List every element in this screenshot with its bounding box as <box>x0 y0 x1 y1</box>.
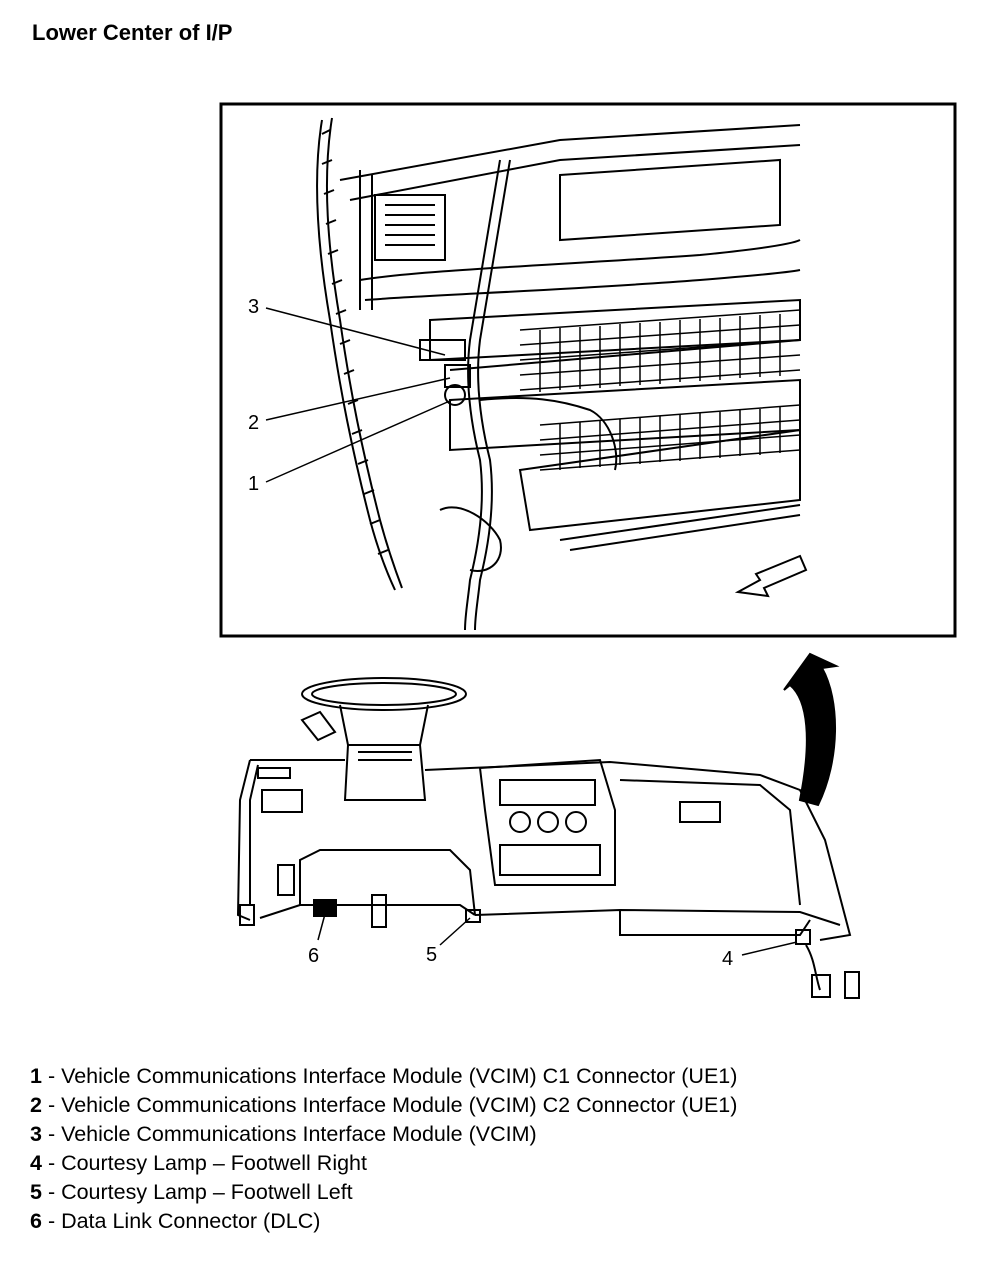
transition-arrow <box>783 652 840 807</box>
steering-wheel <box>301 677 467 711</box>
right-harness-connector <box>811 974 831 998</box>
vcim-c1-connector <box>444 384 466 406</box>
leader-1 <box>265 399 453 483</box>
legend-number: 6 <box>30 1209 42 1233</box>
legend-item: 6 - Data Link Connector (DLC) <box>30 1207 737 1236</box>
callout-2: 2 <box>248 412 260 434</box>
detail-connector-block <box>374 194 446 261</box>
hvac-knob-right <box>565 811 587 833</box>
leader-2 <box>265 377 451 421</box>
legend-number: 2 <box>30 1093 42 1117</box>
steering-column <box>343 744 427 801</box>
legend-item: 5 - Courtesy Lamp – Footwell Left <box>30 1178 737 1207</box>
legend-text: - Data Link Connector (DLC) <box>41 1209 321 1233</box>
courtesy-lamp-right <box>795 929 811 945</box>
page-title: Lower Center of I/P <box>32 20 233 45</box>
glovebox-latch <box>679 801 721 823</box>
legend-item: 4 - Courtesy Lamp – Footwell Right <box>30 1149 737 1178</box>
legend-number: 4 <box>30 1151 42 1175</box>
legend-number: 3 <box>30 1122 42 1146</box>
detail-upper-panel <box>559 158 781 242</box>
legend-text: - Vehicle Communications Interface Modul… <box>41 1064 738 1088</box>
legend-text: - Courtesy Lamp – Footwell Left <box>41 1180 353 1204</box>
leader-5 <box>439 917 471 946</box>
detail-harness-left <box>315 117 403 591</box>
column-switch <box>300 710 337 742</box>
hvac-knob-left <box>509 811 531 833</box>
legend-number: 5 <box>30 1180 42 1204</box>
legend: 1 - Vehicle Communications Interface Mod… <box>30 1062 737 1236</box>
legend-item: 1 - Vehicle Communications Interface Mod… <box>30 1062 737 1091</box>
callout-1: 1 <box>248 473 260 495</box>
callout-3: 3 <box>248 296 260 318</box>
detail-leader-lines <box>265 307 453 483</box>
legend-item: 2 - Vehicle Communications Interface Mod… <box>30 1091 737 1120</box>
legend-number: 1 <box>30 1064 42 1088</box>
callout-5: 5 <box>426 944 438 966</box>
detail-direction-arrow <box>734 554 808 598</box>
leader-6 <box>317 913 326 941</box>
courtesy-lamp-left <box>465 909 481 923</box>
detail-harness-center <box>419 159 618 631</box>
left-vent <box>261 789 303 813</box>
detail-grille-lower <box>539 404 801 471</box>
legend-text: - Courtesy Lamp – Footwell Right <box>41 1151 367 1175</box>
legend-text: - Vehicle Communications Interface Modul… <box>41 1122 537 1146</box>
detail-view-frame <box>219 102 957 638</box>
legend-text: - Vehicle Communications Interface Modul… <box>41 1093 738 1117</box>
callout-6: 6 <box>308 945 320 967</box>
vcim-module <box>419 339 466 361</box>
overview-leader-lines <box>317 913 798 956</box>
hvac-knob-center <box>537 811 559 833</box>
data-link-connector <box>313 899 337 917</box>
vcim-c2-connector <box>444 364 471 388</box>
leader-4 <box>741 941 798 956</box>
detail-dash-structure <box>339 124 801 551</box>
leader-3 <box>265 307 446 356</box>
callout-4: 4 <box>722 948 734 970</box>
center-stack <box>478 758 616 886</box>
detail-grille-upper <box>519 309 801 392</box>
legend-item: 3 - Vehicle Communications Interface Mod… <box>30 1120 737 1149</box>
